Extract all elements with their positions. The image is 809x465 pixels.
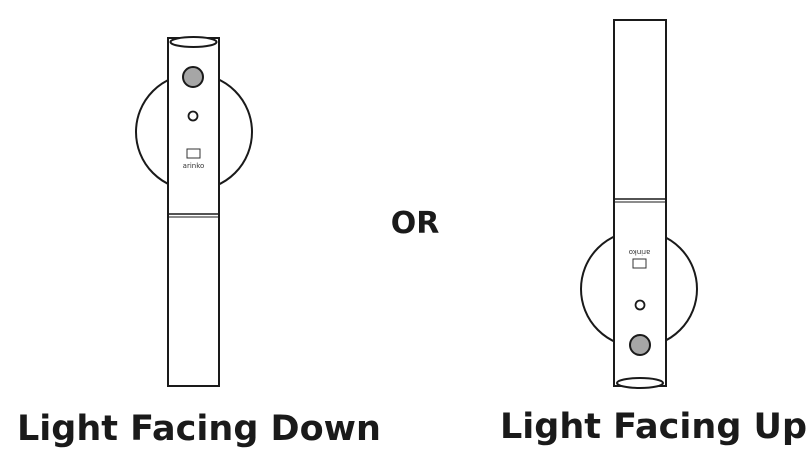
brand-text-right: arinko xyxy=(629,248,651,256)
motion-sensor-right xyxy=(629,334,651,356)
tube-end-ring-left xyxy=(169,36,218,48)
motion-sensor-left xyxy=(182,66,204,88)
light-facing-up-illustration: arinko xyxy=(580,19,698,389)
logo-mark-right xyxy=(632,258,647,269)
indicator-dot-right xyxy=(634,299,646,311)
tube-end-ring-right xyxy=(616,377,664,389)
logo-mark-left xyxy=(186,148,201,159)
brand-text-left: arinko xyxy=(183,162,205,170)
caption-light-facing-down: Light Facing Down xyxy=(17,409,381,449)
light-facing-down-illustration: arinko xyxy=(135,36,253,387)
light-tube-left xyxy=(167,37,220,387)
light-tube-right xyxy=(613,19,667,387)
or-separator: OR xyxy=(390,206,440,241)
caption-light-facing-up: Light Facing Up xyxy=(500,407,808,447)
indicator-dot-left xyxy=(187,110,199,122)
